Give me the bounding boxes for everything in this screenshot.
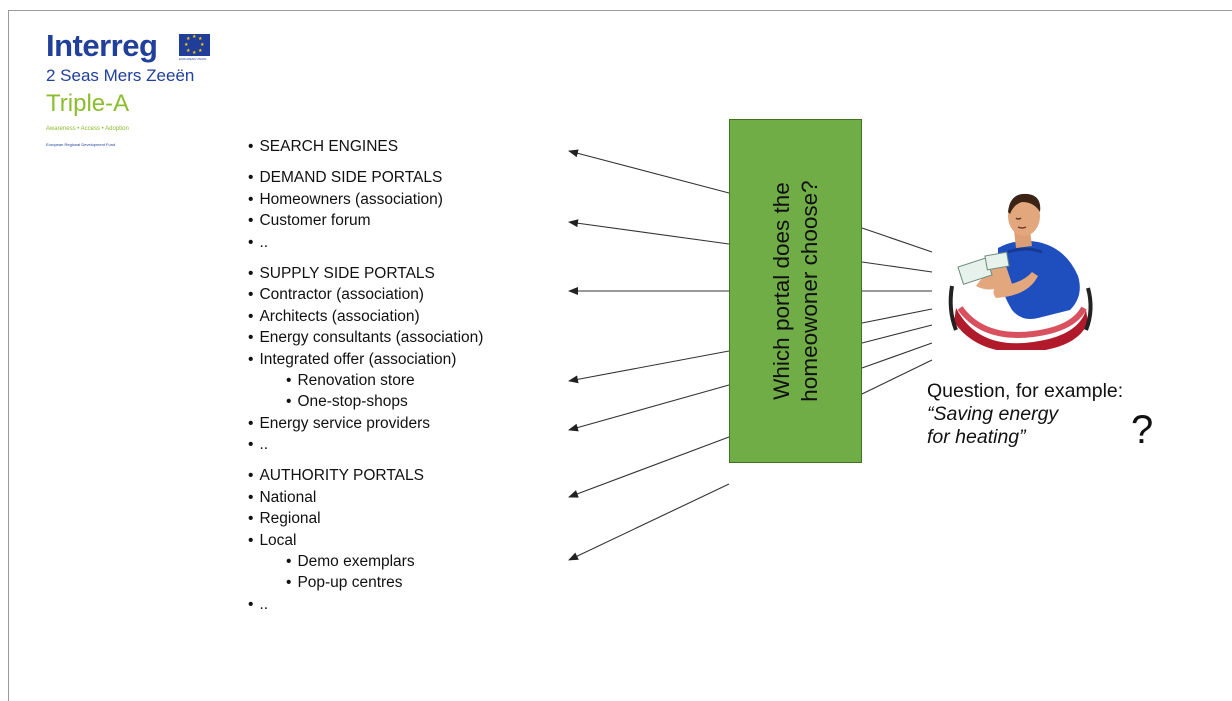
line-person-4 bbox=[861, 308, 933, 324]
arrow-integrated-offer bbox=[568, 350, 730, 384]
arrow-regional bbox=[568, 483, 730, 561]
portal-item: Architects (association) bbox=[248, 306, 483, 327]
line-person-1 bbox=[861, 227, 933, 253]
portal-item: .. bbox=[248, 232, 483, 253]
decision-box: Which portal does the homeowoner choose? bbox=[729, 119, 862, 463]
portal-item: AUTHORITY PORTALS bbox=[248, 465, 483, 486]
portal-item: .. bbox=[248, 434, 483, 455]
question-label: Question, for example: bbox=[927, 380, 1124, 402]
question-mark: ? bbox=[1131, 408, 1154, 452]
portal-item: Energy service providers bbox=[248, 413, 483, 434]
portal-item: SUPPLY SIDE PORTALS bbox=[248, 263, 483, 284]
logo-fund-text: European Regional Development Fund bbox=[46, 142, 116, 147]
portal-item: SEARCH ENGINES bbox=[248, 136, 483, 157]
logo-project-text: Triple-A bbox=[46, 90, 130, 117]
line-person-2 bbox=[861, 261, 933, 273]
line-person-6 bbox=[861, 342, 933, 369]
logo-tagline: Awareness • Access • Adoption bbox=[46, 126, 129, 132]
portal-item: DEMAND SIDE PORTALS bbox=[248, 167, 483, 188]
portal-item: Contractor (association) bbox=[248, 284, 483, 305]
portal-list: SEARCH ENGINES DEMAND SIDE PORTALSHomeown… bbox=[248, 136, 483, 615]
arrow-search-engines bbox=[568, 149, 730, 194]
portal-item: Energy consultants (association) bbox=[248, 327, 483, 348]
arrow-authority-portals bbox=[568, 436, 730, 498]
slide-frame bbox=[8, 10, 1232, 701]
question-block: Question, for example: “Saving energy fo… bbox=[927, 380, 1123, 449]
decision-question-text: Which portal does the homeowoner choose? bbox=[768, 180, 822, 402]
portal-item: Homeowners (association) bbox=[248, 189, 483, 210]
question-quote-line1: “Saving energy bbox=[927, 403, 1059, 425]
portal-subitem: One-stop-shops bbox=[248, 391, 483, 412]
portal-item: Customer forum bbox=[248, 210, 483, 231]
eu-flag-icon: ★★★ ★★★ ★★ bbox=[179, 34, 210, 56]
eu-caption: EUROPEAN UNION bbox=[179, 57, 207, 61]
arrow-one-stop-shops bbox=[568, 384, 730, 432]
portal-item: Local bbox=[248, 530, 483, 551]
line-person-7 bbox=[861, 359, 933, 395]
portal-subitem: Renovation store bbox=[248, 370, 483, 391]
logo-program-text: 2 Seas Mers Zeeën bbox=[46, 66, 195, 85]
homeowner-clipart-icon bbox=[948, 193, 1093, 350]
arrow-demand-portals bbox=[568, 219, 730, 245]
logo-interreg-text: Interreg bbox=[46, 28, 158, 63]
portal-item: National bbox=[248, 487, 483, 508]
portal-subitem: Demo exemplars bbox=[248, 551, 483, 572]
portal-item: .. bbox=[248, 594, 483, 615]
portal-item: Regional bbox=[248, 508, 483, 529]
portal-subitem: Pop-up centres bbox=[248, 572, 483, 593]
portal-item: Integrated offer (association) bbox=[248, 349, 483, 370]
question-quote-line2: for heating” bbox=[927, 426, 1026, 448]
line-person-5 bbox=[861, 324, 933, 344]
